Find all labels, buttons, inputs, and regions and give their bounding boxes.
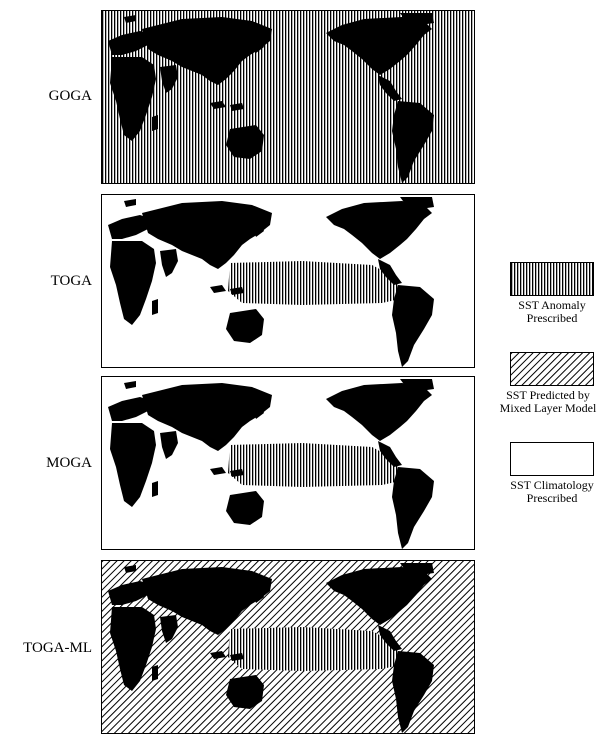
legend-swatch-anomaly: [510, 262, 594, 296]
map-panel-goga: [101, 10, 475, 184]
experiment-label: TOGA-ML: [23, 640, 92, 656]
experiment-label: TOGA: [50, 273, 92, 289]
legend-line: SST Anomaly: [518, 298, 586, 312]
legend-line: SST Predicted by: [506, 388, 590, 402]
legend-line: SST Climatology: [510, 478, 594, 492]
map-panel-toga-ml: [101, 560, 475, 734]
experiment-label: GOGA: [48, 88, 92, 104]
legend-label-mixed-layer: SST Predicted by Mixed Layer Model: [483, 389, 613, 415]
legend-swatch-mixed-layer: [510, 352, 594, 386]
legend-line: Mixed Layer Model: [499, 401, 597, 415]
tropical-pacific-region: [228, 627, 400, 671]
tropical-pacific-region: [228, 443, 400, 487]
legend-line: Prescribed: [526, 311, 578, 325]
map-panel-toga: [101, 194, 475, 368]
legend-line: Prescribed: [526, 491, 578, 505]
world-map: [102, 377, 474, 549]
tropical-pacific-region: [228, 77, 400, 121]
experiment-label: MOGA: [46, 455, 92, 471]
legend-label-climatology: SST Climatology Prescribed: [487, 479, 613, 505]
world-map: [102, 561, 474, 733]
world-map: [102, 11, 474, 183]
map-panel-moga: [101, 376, 475, 550]
world-map: [102, 195, 474, 367]
tropical-pacific-region: [228, 261, 400, 305]
legend-swatch-climatology: [510, 442, 594, 476]
legend-label-anomaly: SST Anomaly Prescribed: [487, 299, 613, 325]
